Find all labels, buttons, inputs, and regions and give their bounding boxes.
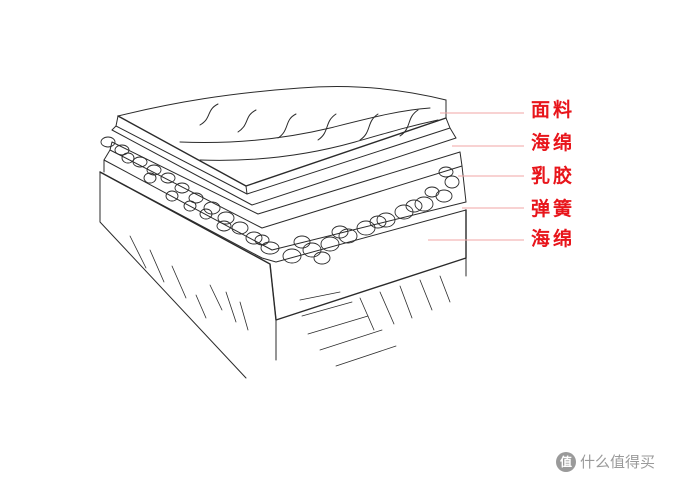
label-sponge-lower: 海绵 (531, 228, 576, 250)
spring-coil (293, 235, 311, 249)
spring-coil (438, 166, 454, 178)
spring-coil (188, 192, 204, 204)
spring-coil (444, 175, 460, 189)
watermark-text: 什么值得买 (580, 453, 656, 471)
spring-coil (313, 251, 331, 265)
spring-coil (338, 228, 358, 244)
spring-coil (143, 172, 157, 184)
spring-coil (114, 144, 130, 156)
label-spring: 弹簧 (531, 198, 576, 220)
spring-coil (216, 220, 232, 232)
spring-coil (245, 231, 263, 245)
spring-layer (99, 149, 467, 263)
label-latex: 乳胶 (531, 165, 576, 187)
spring-coil (331, 225, 349, 239)
latex-layer (109, 141, 463, 229)
spring-coil (282, 248, 302, 264)
spring-coil (414, 196, 434, 212)
watermark: 值 什么值得买 (556, 451, 655, 472)
spring-coil (183, 200, 197, 212)
spring-coil (260, 241, 280, 255)
label-fabric: 面料 (531, 99, 576, 121)
upper-sponge-layer (111, 125, 461, 215)
base-hatching (129, 235, 451, 367)
spring-coil (132, 156, 148, 168)
spring-coil (121, 152, 135, 164)
spring-coil (320, 236, 340, 252)
spring-coil (435, 189, 453, 203)
spring-coil (165, 190, 179, 202)
spring-coil (424, 186, 440, 198)
spring-coil (369, 215, 387, 229)
spring-coil (405, 199, 423, 213)
spring-coil (302, 242, 322, 258)
spring-coil (100, 136, 116, 148)
callout-leader-lines (428, 112, 524, 241)
spring-coil (174, 182, 190, 194)
label-sponge-upper: 海绵 (531, 132, 576, 154)
spring-coils (100, 136, 460, 265)
spring-coil (254, 234, 270, 246)
spring-coil (146, 164, 162, 176)
spring-coil (199, 208, 213, 220)
spring-coil (231, 221, 249, 235)
spring-coil (376, 212, 396, 228)
base-sponge-box (99, 171, 467, 379)
watermark-logo-icon: 值 (556, 451, 576, 472)
spring-coil (217, 211, 235, 225)
fabric-top-layer (115, 86, 451, 195)
spring-coil (160, 172, 176, 184)
